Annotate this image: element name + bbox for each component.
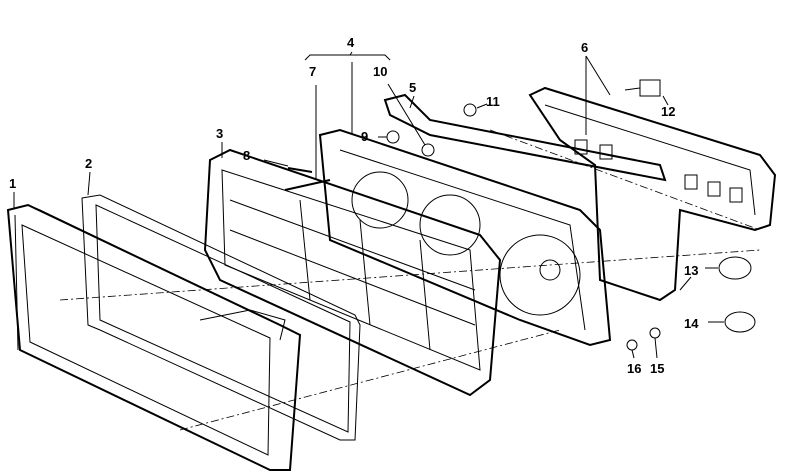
callout-6: 6 [581,40,588,55]
part-6-bulb-holder [528,86,777,302]
part-5-bracket [383,93,667,182]
axis-line [59,249,761,301]
callout-11: 11 [486,94,500,109]
callout-7: 7 [309,64,316,79]
callout-16: 16 [627,361,641,376]
part-16-washer [626,339,638,359]
part-13-bulb [705,256,752,280]
callout-8: 8 [243,148,250,163]
part-4-housing [318,128,612,347]
callout-1: 1 [9,176,16,191]
callout-3: 3 [216,126,223,141]
part-1-frame [6,203,302,471]
callout-12: 12 [661,104,675,119]
callout-14: 14 [684,316,699,331]
callout-15: 15 [650,361,664,376]
callout-13: 13 [684,263,698,278]
part-3-lens [203,148,502,397]
part-11-nut [463,103,488,117]
part-14-bulb [708,311,756,333]
part-7-screw [284,85,331,191]
part-12-socket [624,79,669,106]
axis-line [179,329,561,431]
callout-4: 4 [347,35,355,50]
part-9-nut [378,130,400,144]
leader-lines [13,55,692,291]
part-15-screw [649,327,661,359]
callout-9: 9 [361,129,368,144]
axis-line [489,129,761,231]
callout-10: 10 [373,64,387,79]
callout-2: 2 [85,156,92,171]
part-8-screw [263,159,313,173]
part-2-seal [81,194,361,441]
part-4-bracket-leader [304,51,391,135]
part-10-clip [387,83,435,157]
callout-5: 5 [409,80,416,95]
